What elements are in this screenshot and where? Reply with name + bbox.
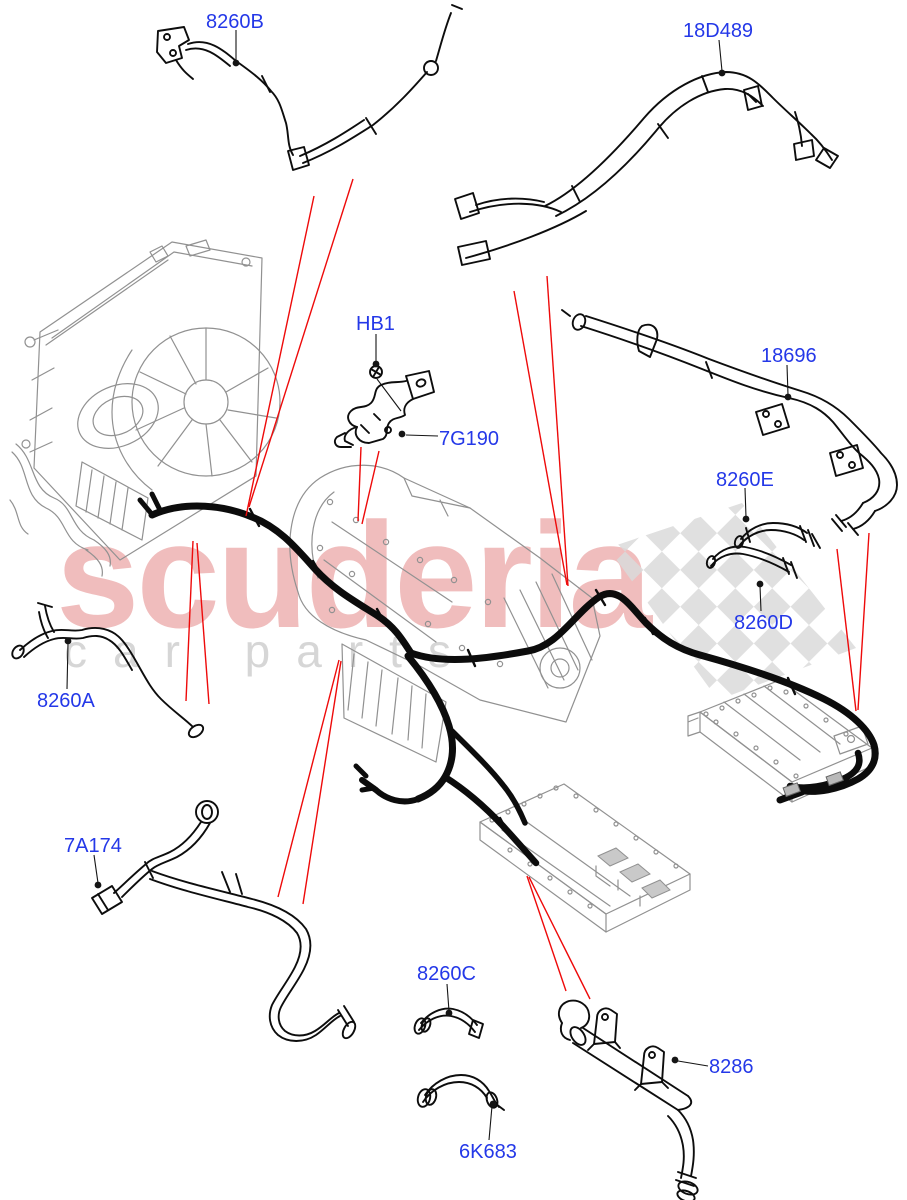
part-label-8260D[interactable]: 8260D [734,612,793,634]
dcdc-unit-illustration [479,783,691,933]
part-6K683-drawing [416,1074,505,1111]
part-label-8260B[interactable]: 8260B [206,11,264,33]
red-locator-lines [185,178,870,1000]
part-8260B-drawing [156,4,463,171]
part-label-6K683[interactable]: 6K683 [459,1141,517,1163]
part-HB1-7G190-drawing [333,365,435,448]
inverter-unit-illustration [687,679,873,803]
part-7A174-drawing [91,800,357,1042]
transmission-illustration [289,464,601,763]
part-label-7A174[interactable]: 7A174 [64,835,122,857]
part-label-HB1[interactable]: HB1 [356,313,395,335]
part-8260D-drawing [705,545,798,579]
part-label-8286[interactable]: 8286 [709,1056,754,1078]
part-8286-drawing [557,999,699,1200]
part-18D489-drawing [454,71,839,266]
watermark-checkered-flag [608,503,856,700]
radiator-fan-illustration [9,239,281,577]
label-leader-lines [64,30,792,1141]
part-8260C-drawing [413,1007,484,1039]
part-label-8260E[interactable]: 8260E [716,469,774,491]
part-8260A-drawing [11,602,205,739]
part-label-18696[interactable]: 18696 [761,345,817,367]
part-8260E-drawing [733,522,821,549]
part-label-8260A[interactable]: 8260A [37,690,95,712]
part-18696-drawing [561,309,898,536]
part-label-8260C[interactable]: 8260C [417,963,476,985]
part-label-18D489[interactable]: 18D489 [683,20,754,42]
part-label-7G190[interactable]: 7G190 [439,428,500,450]
installed-hose-assembly [137,491,879,867]
